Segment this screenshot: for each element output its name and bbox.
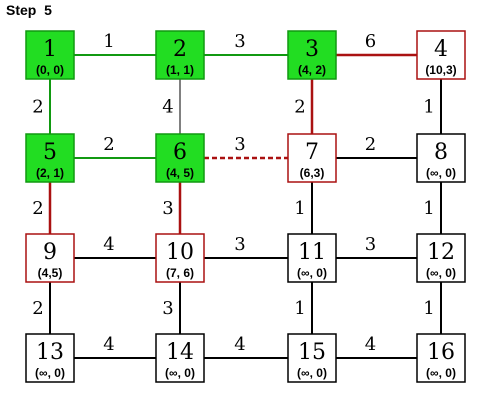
node-id: 11 (298, 240, 326, 265)
node-label: (10,3) (425, 63, 456, 77)
node-10: 10(7, 6) (155, 233, 205, 283)
edge-weight-8-12: 1 (423, 198, 434, 219)
node-box (287, 233, 337, 283)
node-id: 10 (166, 240, 194, 265)
node-id: 5 (43, 140, 57, 165)
edges-layer (48, 53, 442, 359)
node-label: (∞, 0) (165, 366, 195, 380)
node-13: 13(∞, 0) (25, 333, 75, 383)
node-id: 14 (166, 340, 194, 365)
node-box (155, 133, 205, 183)
node-label: (0, 0) (36, 63, 64, 77)
node-label: (∞, 0) (297, 266, 327, 280)
node-label: (4, 5) (166, 166, 194, 180)
node-id: 2 (173, 37, 187, 62)
node-5: 5(2, 1) (25, 133, 75, 183)
node-11: 11(∞, 0) (287, 233, 337, 283)
node-4: 4(10,3) (416, 30, 466, 80)
edge-weight-7-11: 1 (294, 198, 305, 219)
node-6: 6(4, 5) (155, 133, 205, 183)
node-id: 13 (36, 340, 64, 365)
node-3: 3(4, 2) (287, 30, 337, 80)
node-id: 12 (427, 240, 455, 265)
node-box (155, 30, 205, 80)
node-7: 7(6,3) (287, 133, 337, 183)
node-box (155, 333, 205, 383)
node-id: 8 (434, 140, 448, 165)
node-12: 12(∞, 0) (416, 233, 466, 283)
node-2: 2(1, 1) (155, 30, 205, 80)
node-box (25, 30, 75, 80)
node-1: 1(0, 0) (25, 30, 75, 80)
node-label: (1, 1) (166, 63, 194, 77)
edge-weight-11-15: 1 (294, 298, 305, 319)
node-id: 15 (298, 340, 326, 365)
edge-weight-14-15: 4 (234, 334, 245, 355)
node-id: 16 (427, 340, 455, 365)
edge-weight-3-7: 2 (294, 97, 305, 118)
node-label: (∞, 0) (426, 366, 456, 380)
edge-weight-1-2: 1 (103, 31, 114, 52)
edge-weight-2-3: 3 (234, 31, 245, 52)
step-title: Step 5 (6, 2, 52, 18)
node-box (287, 30, 337, 80)
node-label: (2, 1) (36, 166, 64, 180)
node-9: 9(4,5) (25, 233, 75, 283)
node-id: 3 (305, 37, 319, 62)
node-box (25, 333, 75, 383)
edge-weight-9-13: 2 (32, 298, 43, 319)
node-box (416, 30, 466, 80)
edge-weight-9-10: 4 (103, 234, 114, 255)
nodes-layer: 1(0, 0)2(1, 1)3(4, 2)4(10,3)5(2, 1)6(4, … (25, 30, 466, 383)
edge-weight-5-6: 2 (103, 134, 114, 155)
edge-weight-4-8: 1 (423, 97, 434, 118)
node-id: 7 (305, 140, 319, 165)
node-box (416, 233, 466, 283)
edge-weight-15-16: 4 (365, 334, 376, 355)
node-label: (7, 6) (166, 266, 194, 280)
node-box (416, 133, 466, 183)
node-8: 8(∞, 0) (416, 133, 466, 183)
node-label: (4, 2) (298, 63, 326, 77)
node-id: 6 (173, 140, 187, 165)
node-16: 16(∞, 0) (416, 333, 466, 383)
node-label: (∞, 0) (297, 366, 327, 380)
node-15: 15(∞, 0) (287, 333, 337, 383)
edge-weight-13-14: 4 (103, 334, 114, 355)
node-label: (∞, 0) (426, 166, 456, 180)
node-id: 4 (434, 37, 448, 62)
edge-weight-5-9: 2 (32, 198, 43, 219)
node-label: (∞, 0) (426, 266, 456, 280)
edge-weight-10-14: 3 (162, 298, 173, 319)
edge-weight-1-5: 2 (32, 97, 43, 118)
edge-weight-2-6: 4 (162, 97, 173, 118)
node-box (25, 133, 75, 183)
edge-weight-7-8: 2 (365, 134, 376, 155)
node-id: 1 (43, 37, 57, 62)
edge-weight-11-12: 3 (365, 234, 376, 255)
node-box (287, 133, 337, 183)
edge-weight-12-16: 1 (423, 298, 434, 319)
node-box (25, 233, 75, 283)
node-box (287, 333, 337, 383)
edge-weight-6-10: 3 (162, 198, 173, 219)
node-label: (6,3) (300, 166, 325, 180)
node-label: (∞, 0) (35, 366, 65, 380)
edge-weight-6-7: 3 (234, 134, 245, 155)
node-label: (4,5) (38, 266, 63, 280)
node-box (155, 233, 205, 283)
edge-weight-10-11: 3 (234, 234, 245, 255)
edge-weight-3-4: 6 (365, 31, 376, 52)
node-14: 14(∞, 0) (155, 333, 205, 383)
node-box (416, 333, 466, 383)
node-id: 9 (43, 240, 57, 265)
